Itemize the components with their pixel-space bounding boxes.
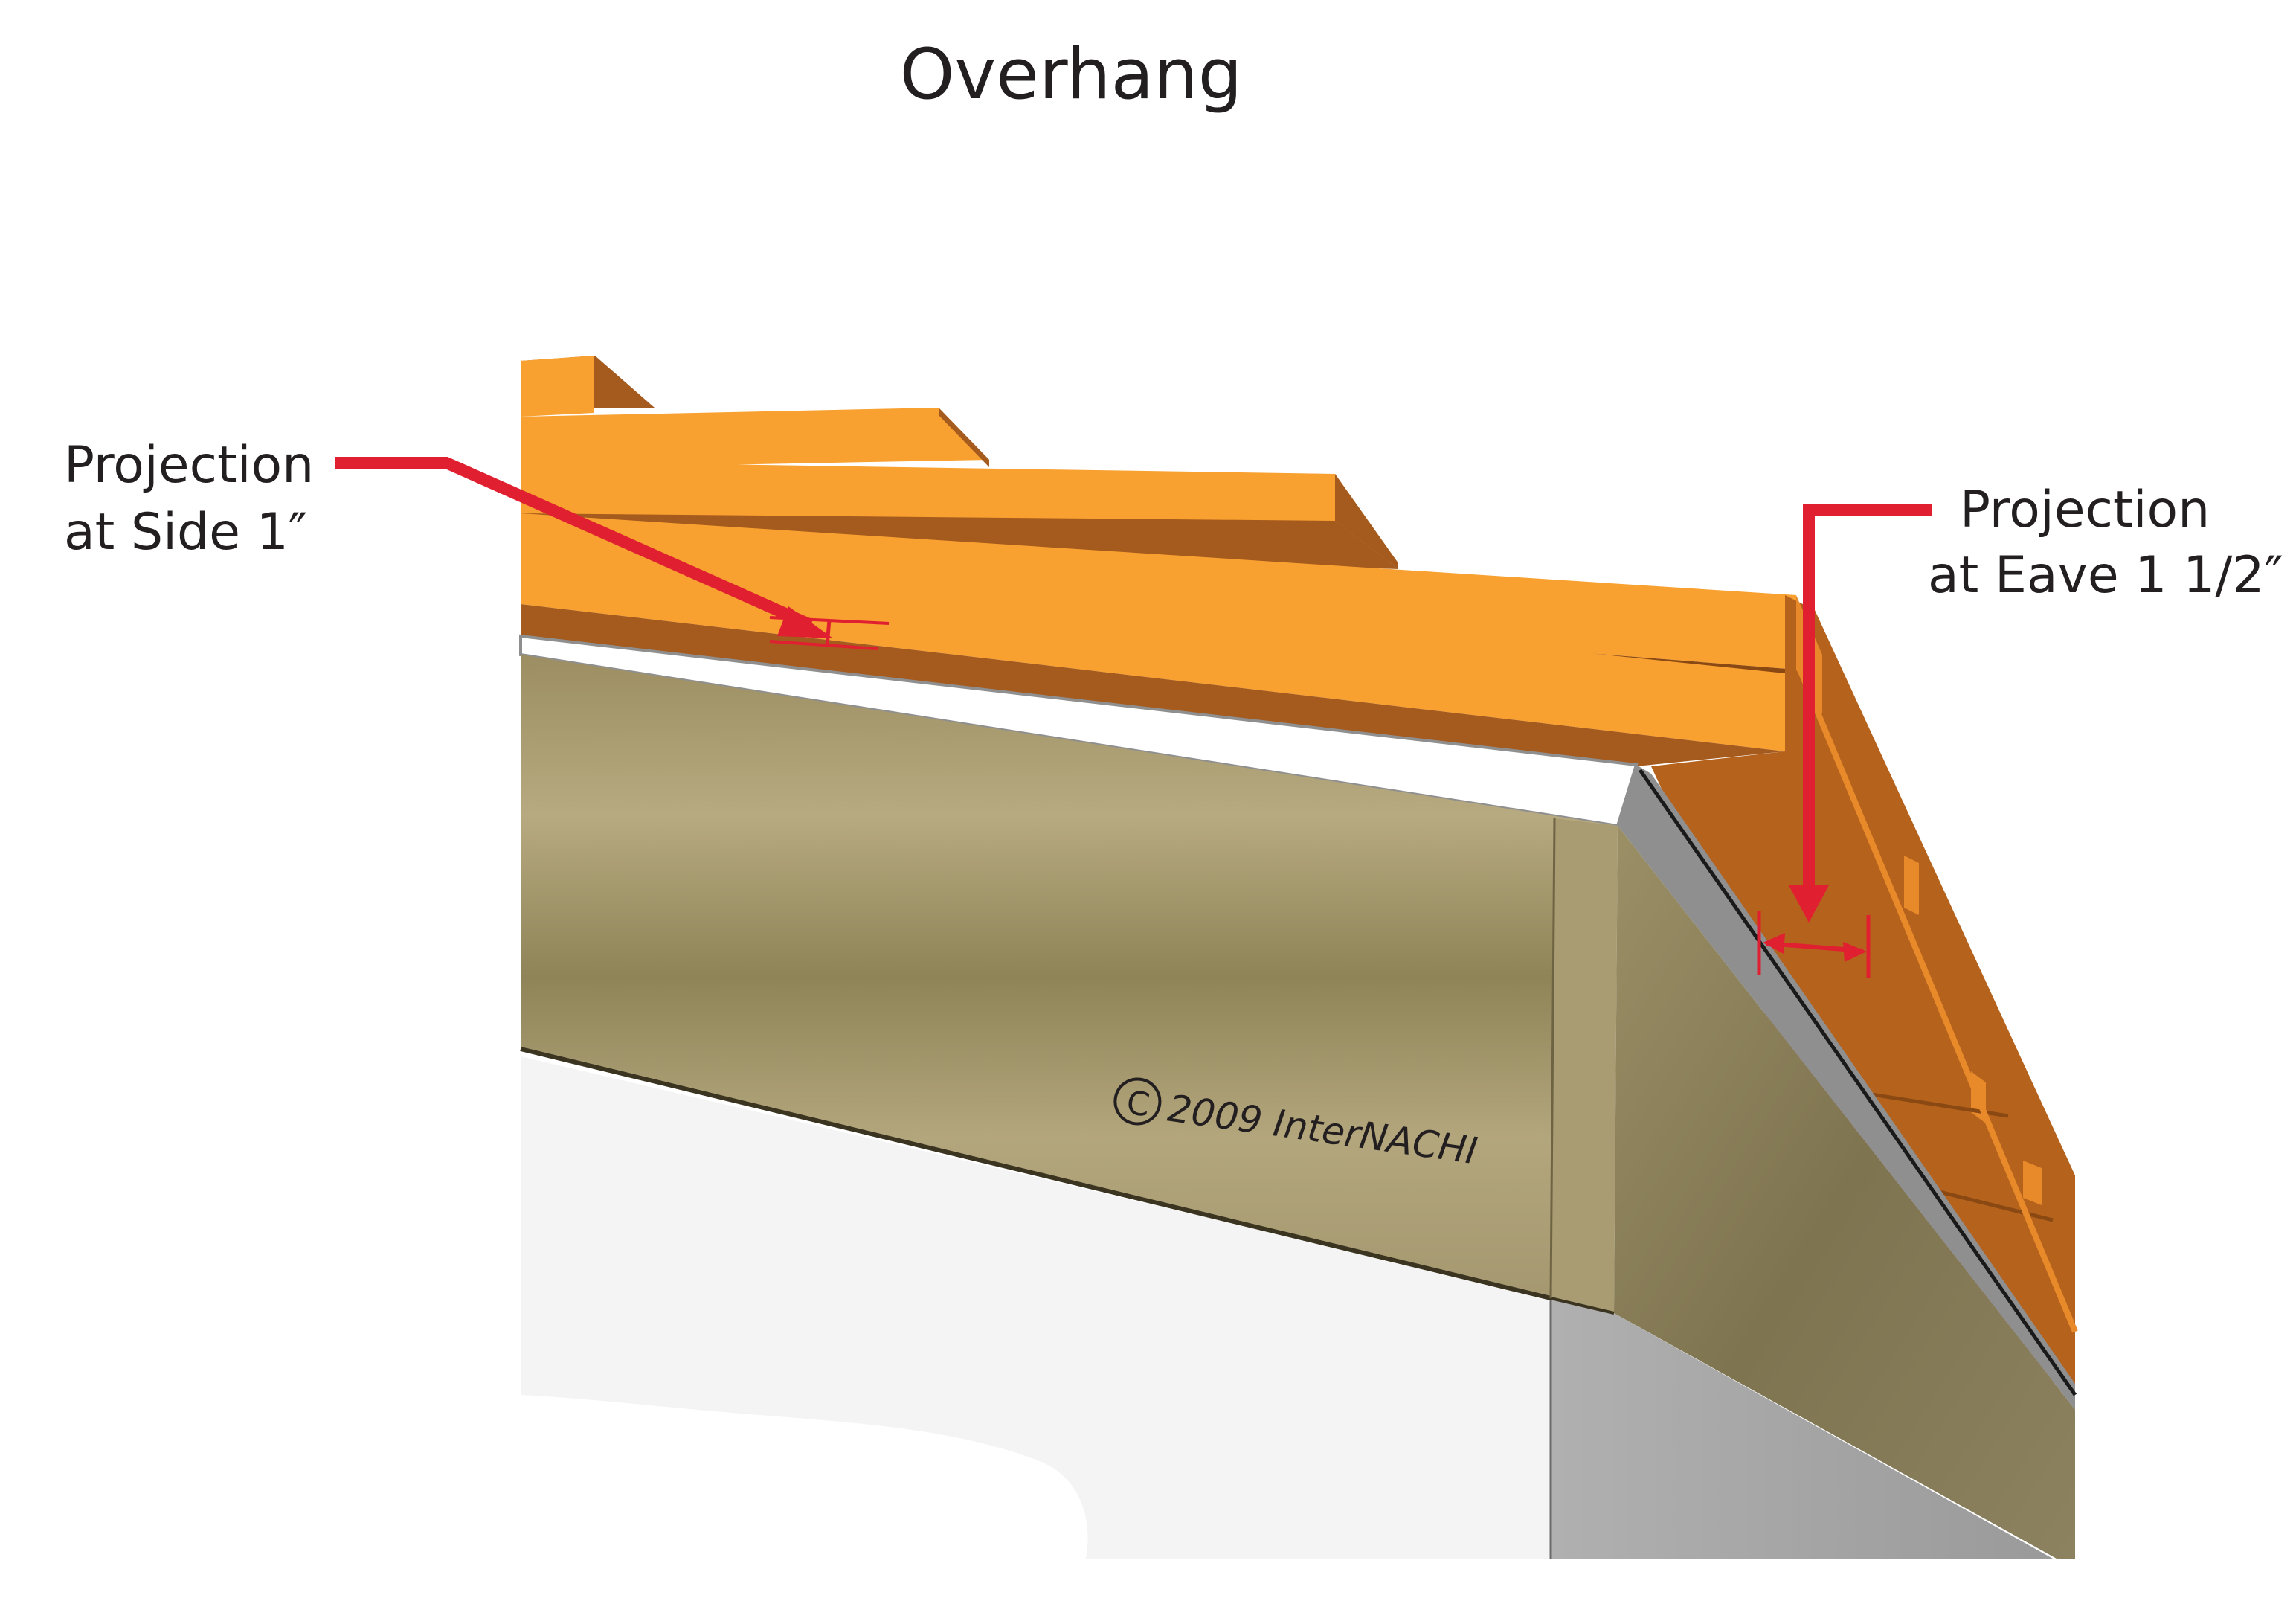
- shingle-eave-end: [1651, 595, 2075, 1391]
- drip-edge: [519, 634, 2077, 1410]
- shingle-course-front-lower: [521, 543, 1785, 751]
- side-projection-label-line2: at Side 1″: [64, 503, 307, 562]
- eave-projection-arrow: [1803, 504, 1932, 885]
- eave-projection-arrowhead: [1789, 885, 1829, 923]
- roof-shingles: [521, 356, 2078, 1391]
- fascia-side: [1614, 826, 2075, 1559]
- shingle-course-front-upper: [521, 513, 1796, 670]
- copyright-circle: [1113, 1077, 1162, 1126]
- fascia-board: [520, 655, 2075, 1559]
- drip-edge-eave: [1618, 765, 2075, 1410]
- wall-front-face: [521, 1056, 1551, 1559]
- shingle-course-2: [521, 408, 989, 469]
- eave-projection-label-line1: Projection: [1960, 481, 2210, 539]
- eave-projection-label-line2: at Eave 1 1/2″: [1928, 546, 2283, 605]
- side-projection-label-line1: Projection: [64, 436, 314, 495]
- copyright-symbol: C: [1125, 1084, 1153, 1125]
- house-wall: [521, 1056, 2053, 1559]
- eave-projection-callout: Projection at Eave 1 1/2″: [1757, 481, 2283, 978]
- fascia-return: [1551, 818, 1618, 1313]
- side-projection-callout: Projection at Side 1″: [64, 436, 890, 650]
- side-projection-arrowhead: [777, 606, 833, 638]
- fascia-front: [521, 655, 1618, 1298]
- diagram-title: Overhang: [900, 34, 1243, 115]
- wall-side-face: [1551, 1298, 2053, 1559]
- side-dimension-tick-bottom: [769, 640, 878, 650]
- side-projection-arrow: [335, 457, 814, 631]
